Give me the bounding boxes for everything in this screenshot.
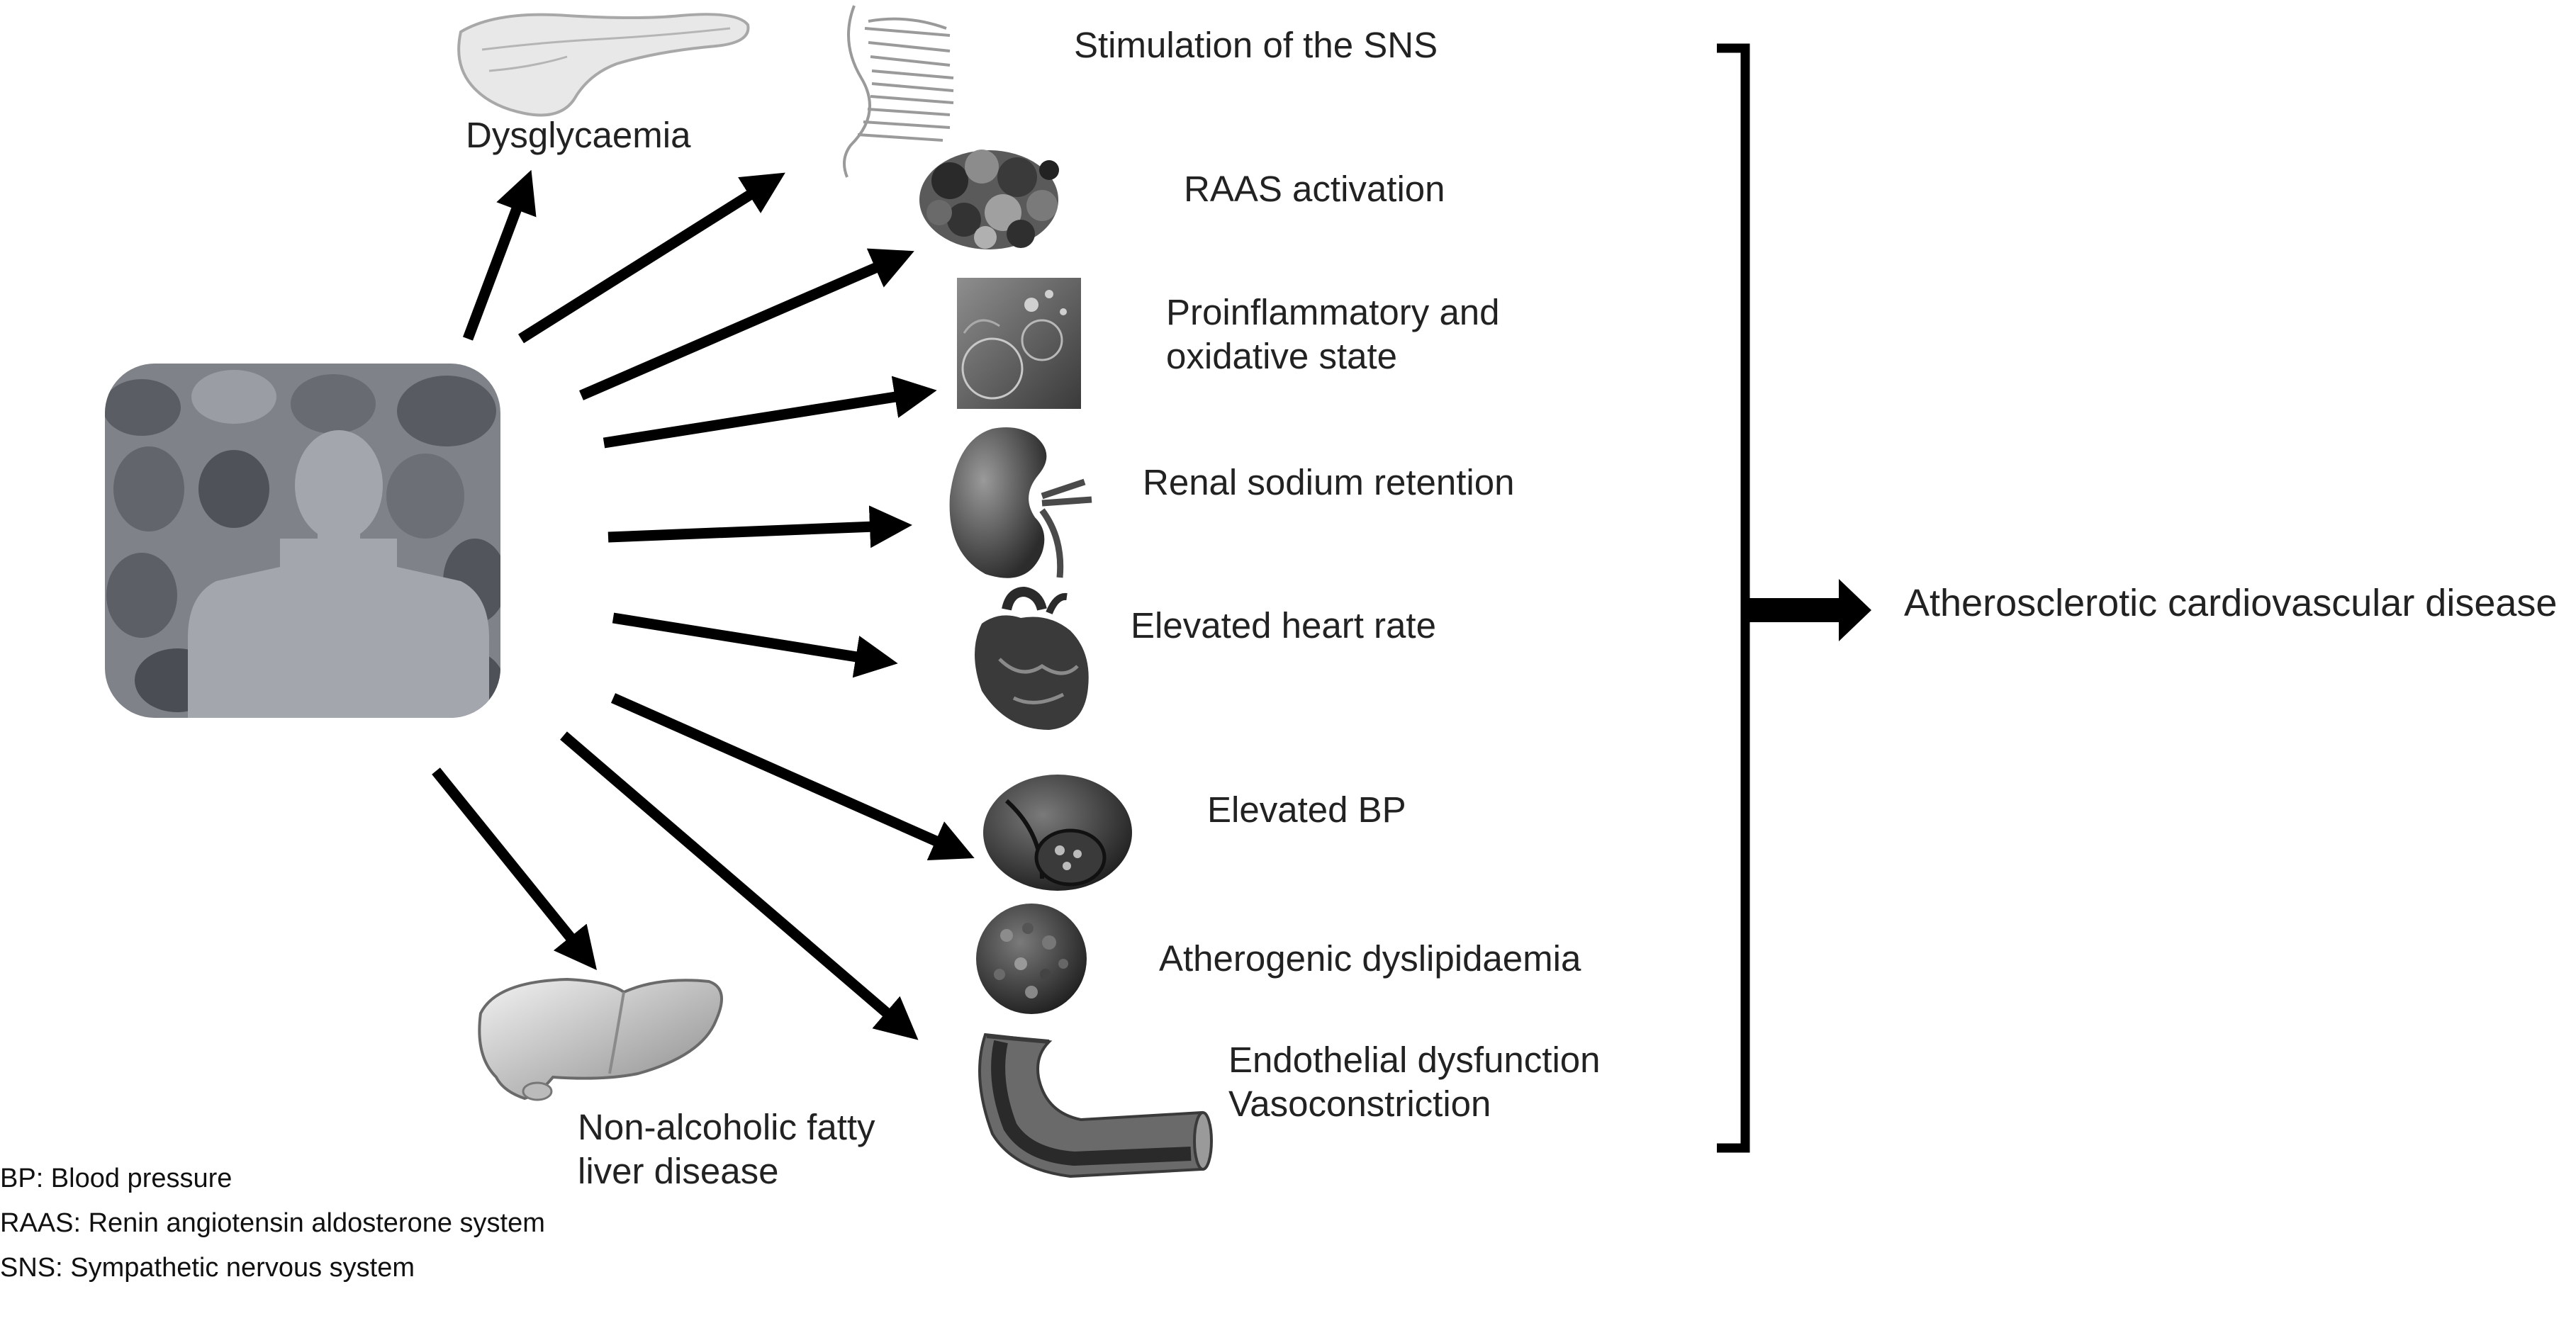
arrow-to-dysglycaemia [462, 169, 537, 341]
arrow-to-renal [607, 505, 912, 548]
lipoprotein-particle-icon [976, 904, 1087, 1014]
label-proinflammatory-line2: oxidative state [1166, 336, 1398, 376]
heart-icon [975, 586, 1089, 730]
label-outcome: Atherosclerotic cardiovascular disease [1904, 582, 2558, 624]
label-dyslipidaemia: Atherogenic dyslipidaemia [1159, 938, 1581, 979]
raas-protein-icon [919, 150, 1059, 249]
blood-vessel-cross-section-icon [983, 775, 1132, 891]
label-sns: Stimulation of the SNS [1074, 25, 1438, 65]
label-proinflammatory-line1: Proinflammatory and [1166, 292, 1500, 332]
arrow-to-raas [579, 248, 914, 400]
nerve-fibre-icon [843, 5, 954, 178]
legend-item-raas: RAAS: Renin angiotensin aldosterone syst… [0, 1208, 545, 1238]
label-endothelial-line1: Endothelial dysfunction [1228, 1040, 1601, 1080]
outcome-arrow [1745, 579, 1871, 641]
label-bp: Elevated BP [1207, 789, 1406, 830]
arrow-to-sns [518, 172, 785, 344]
legend-item-bp: BP: Blood pressure [0, 1164, 233, 1193]
outcome-bracket [1717, 43, 1750, 1153]
kidney-icon [949, 427, 1092, 578]
label-endothelial-line2: Vasoconstriction [1228, 1084, 1491, 1124]
label-heart-rate: Elevated heart rate [1131, 605, 1436, 646]
arrow-to-bp [610, 693, 975, 861]
label-raas: RAAS activation [1184, 169, 1445, 209]
arrow-to-heart-rate [612, 612, 898, 678]
pancreas-icon [457, 13, 750, 117]
label-dysglycaemia: Dysglycaemia [466, 115, 691, 155]
label-renal: Renal sodium retention [1143, 462, 1515, 502]
inflammation-cell-icon [957, 278, 1081, 409]
liver-icon [478, 977, 723, 1101]
arrow-to-endothelial [560, 731, 919, 1040]
arrows [432, 169, 975, 1040]
label-nafld-line1: Non-alcoholic fatty [578, 1107, 875, 1147]
artery-segment-icon [978, 1032, 1213, 1178]
arrow-to-nafld [432, 767, 597, 971]
legend-item-sns: SNS: Sympathetic nervous system [0, 1253, 415, 1283]
arrow-to-proinflammatory [603, 376, 937, 449]
label-nafld-line2: liver disease [578, 1151, 779, 1191]
obesity-person-icon [105, 364, 500, 718]
